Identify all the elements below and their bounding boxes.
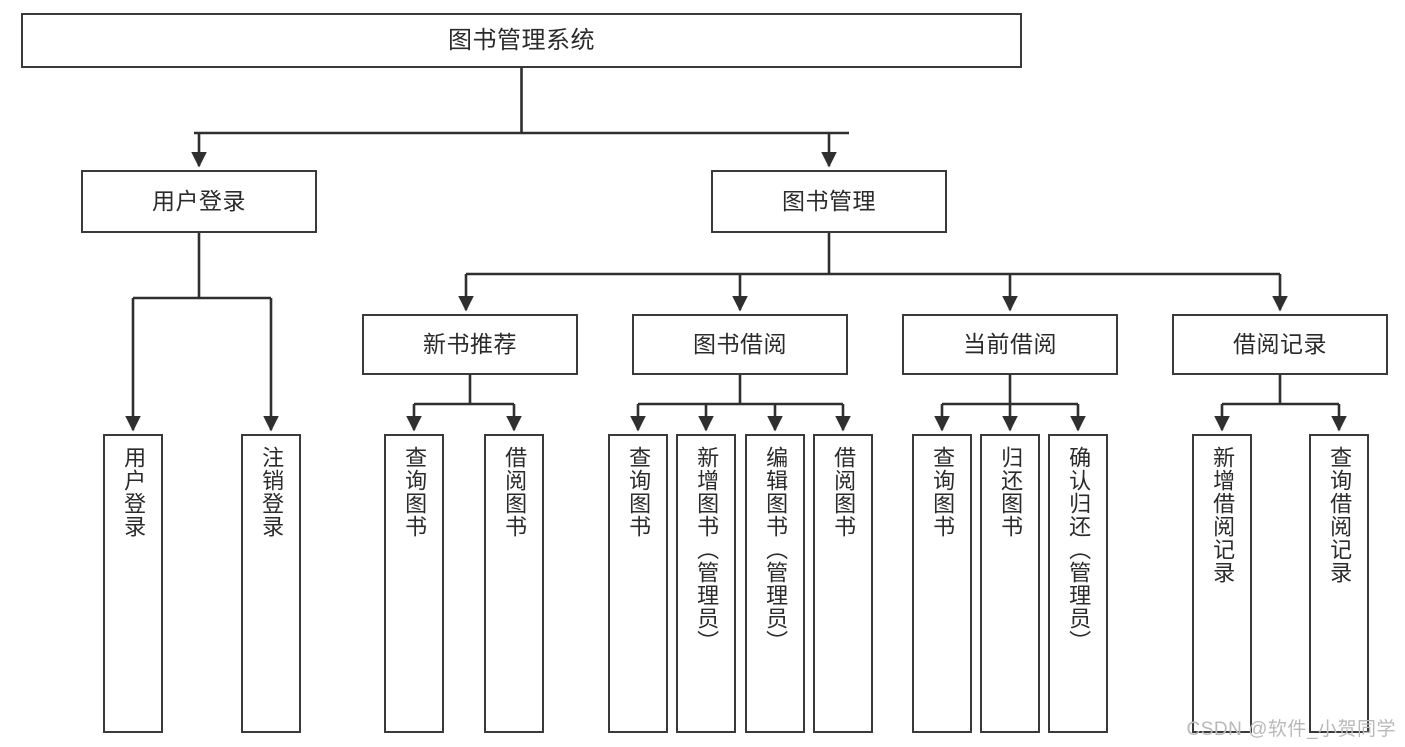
leaf-current-query-book[interactable]: 查询图书 — [912, 434, 972, 733]
node-borrow-record[interactable]: 借阅记录 — [1172, 314, 1388, 375]
leaf-user-login-signin[interactable]: 用户登录 — [103, 434, 163, 733]
node-label: 归还图书 — [998, 446, 1024, 538]
node-label: 编辑图书（管理员） — [763, 446, 789, 653]
leaf-recommend-query-book[interactable]: 查询图书 — [384, 434, 444, 733]
node-label: 用户登录 — [152, 188, 246, 215]
node-label: 注销登录 — [259, 446, 285, 538]
leaf-user-login-signout[interactable]: 注销登录 — [241, 434, 301, 733]
node-label: 当前借阅 — [963, 331, 1057, 358]
node-label: 查询图书 — [402, 446, 428, 538]
watermark-text: CSDN @软件_小贺同学 — [1186, 719, 1396, 740]
node-book-borrow[interactable]: 图书借阅 — [632, 314, 848, 375]
node-label: 新增借阅记录 — [1210, 446, 1236, 584]
node-label: 借阅记录 — [1233, 331, 1327, 358]
node-label: 图书借阅 — [693, 331, 787, 358]
leaf-recommend-borrow-book[interactable]: 借阅图书 — [484, 434, 544, 733]
node-label: 查询借阅记录 — [1327, 446, 1353, 584]
node-label: 查询图书 — [930, 446, 956, 538]
node-label: 用户登录 — [121, 446, 147, 538]
node-root-system[interactable]: 图书管理系统 — [21, 13, 1022, 68]
node-label: 确认归还（管理员） — [1066, 446, 1092, 653]
leaf-current-return-book[interactable]: 归还图书 — [980, 434, 1040, 733]
node-label: 新增图书（管理员） — [694, 446, 720, 653]
leaf-borrow-query-book[interactable]: 查询图书 — [608, 434, 668, 733]
node-label: 查询图书 — [626, 446, 652, 538]
node-label: 图书管理系统 — [448, 26, 595, 54]
leaf-borrow-edit-book[interactable]: 编辑图书（管理员） — [745, 434, 805, 733]
leaf-borrow-borrow-book[interactable]: 借阅图书 — [813, 434, 873, 733]
node-label: 新书推荐 — [423, 331, 517, 358]
node-label: 借阅图书 — [831, 446, 857, 538]
leaf-record-query-record[interactable]: 查询借阅记录 — [1309, 434, 1369, 733]
node-user-login[interactable]: 用户登录 — [81, 170, 317, 233]
node-book-management[interactable]: 图书管理 — [711, 170, 947, 233]
leaf-current-confirm-return[interactable]: 确认归还（管理员） — [1048, 434, 1108, 733]
leaf-record-add-record[interactable]: 新增借阅记录 — [1192, 434, 1252, 733]
leaf-borrow-add-book[interactable]: 新增图书（管理员） — [676, 434, 736, 733]
node-new-book-recommend[interactable]: 新书推荐 — [362, 314, 578, 375]
node-label: 图书管理 — [782, 188, 876, 215]
node-current-borrow[interactable]: 当前借阅 — [902, 314, 1118, 375]
node-label: 借阅图书 — [502, 446, 528, 538]
